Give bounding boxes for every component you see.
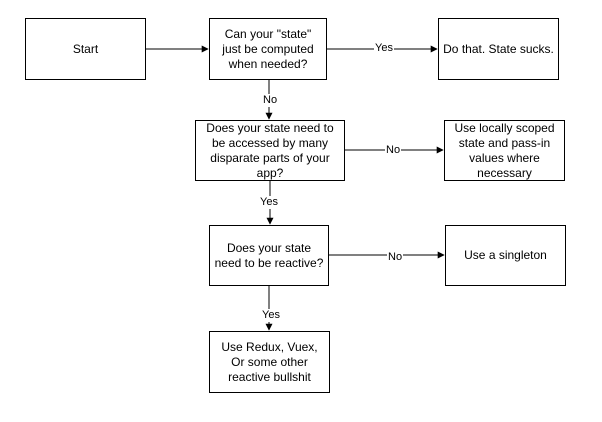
node-question-reactive: Does your state need to be reactive? [209, 225, 329, 286]
node-question-computed: Can your "state" just be computed when n… [209, 18, 327, 80]
edge-label-q2-no: No [385, 144, 402, 157]
edge-label-q3-yes: Yes [261, 309, 281, 322]
node-result-singleton: Use a singleton [445, 225, 566, 286]
node-result-redux: Use Redux, Vuex, Or some other reactive … [209, 331, 330, 393]
edge-label-q2-yes: Yes [259, 196, 279, 209]
edge-label-q3-no: No [387, 251, 404, 264]
node-result-do-that: Do that. State sucks. [438, 18, 559, 80]
edge-label-q1-yes: Yes [374, 42, 394, 55]
node-result-local-state: Use locally scoped state and pass-in val… [444, 120, 565, 181]
edge-label-q1-no: No [262, 94, 279, 107]
node-start: Start [25, 18, 146, 80]
node-question-accessed: Does your state need to be accessed by m… [195, 120, 345, 181]
